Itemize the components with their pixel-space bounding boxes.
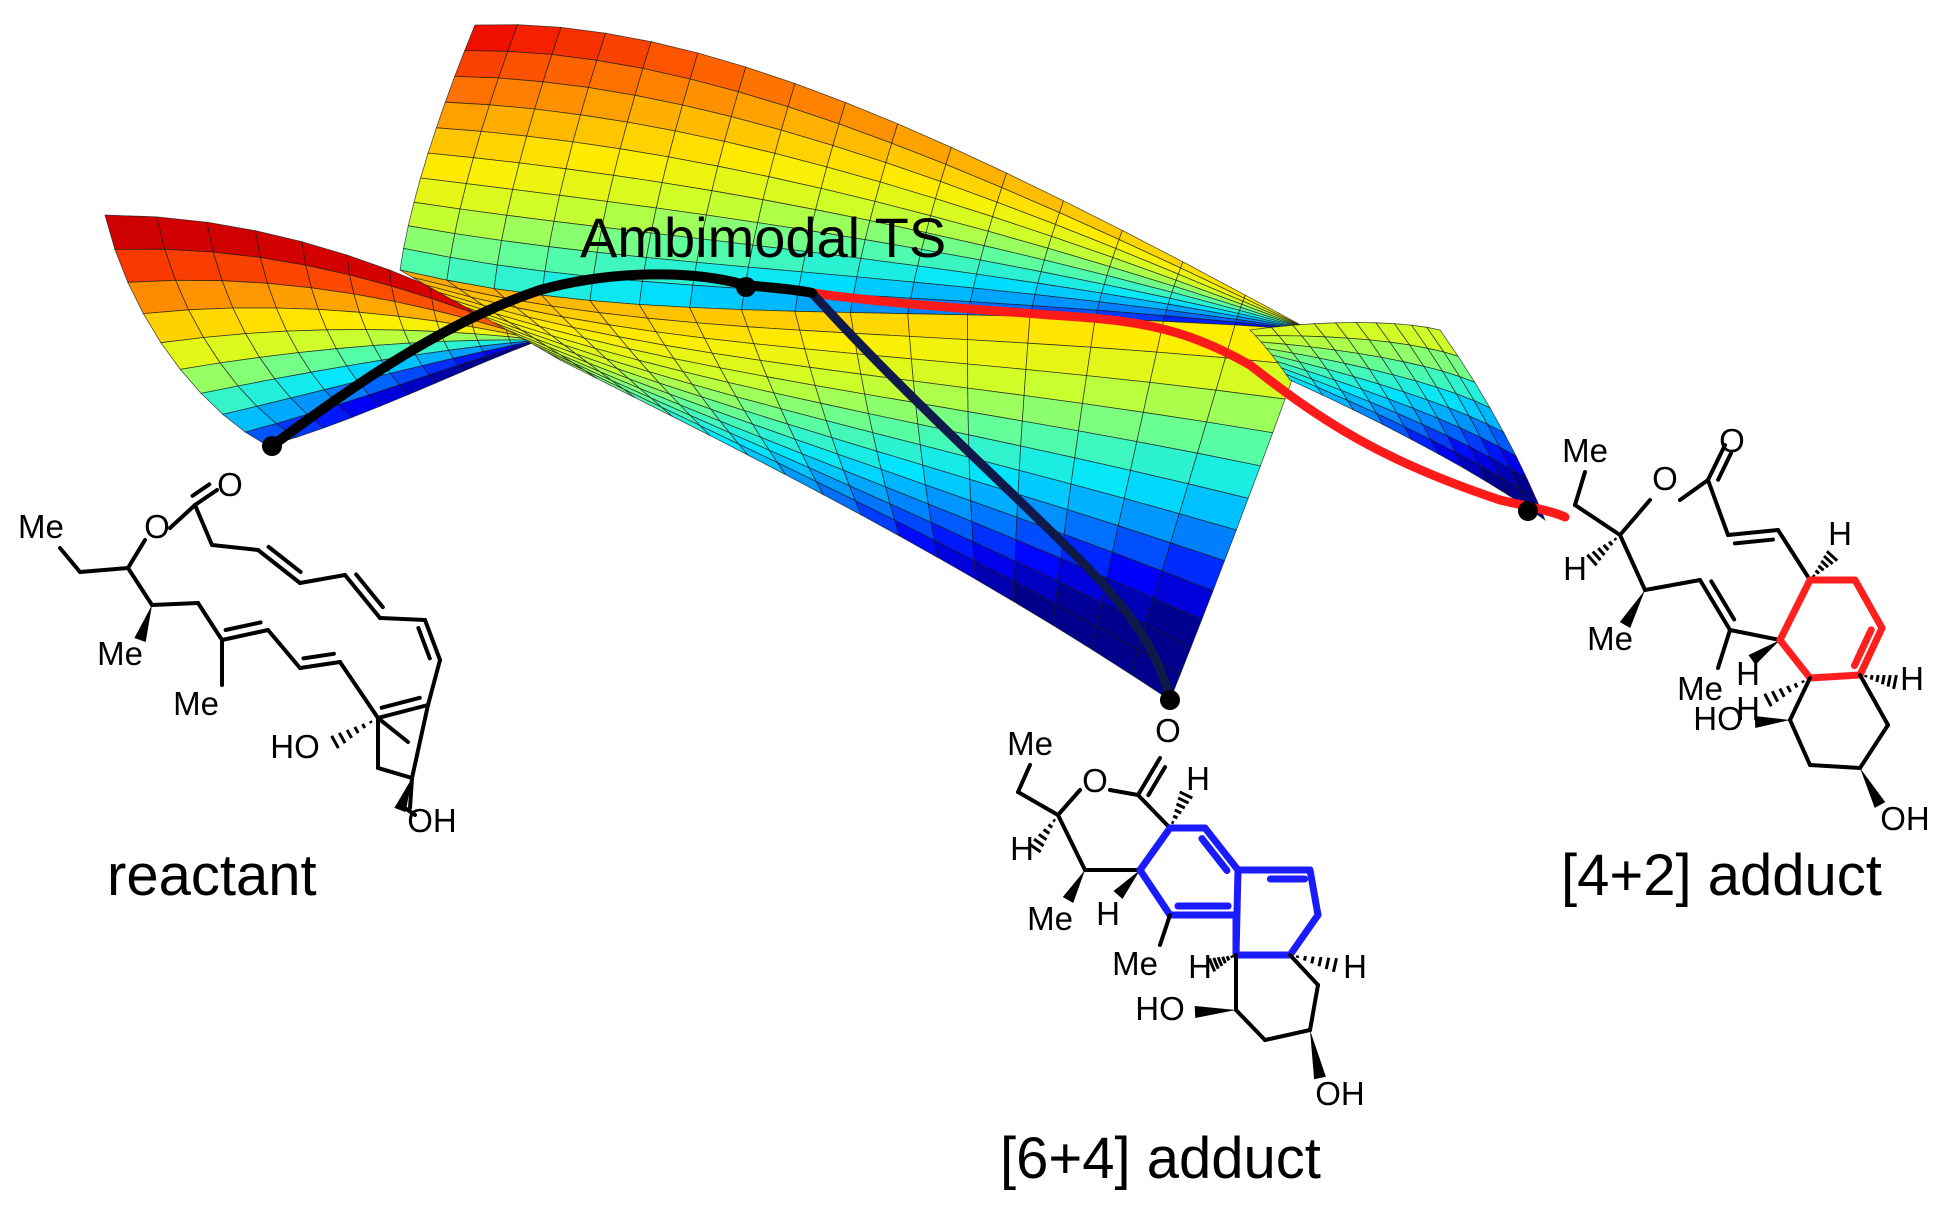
surface-right-lobe <box>1250 323 1545 521</box>
reactant-o-ester: O <box>144 508 170 545</box>
a42-me-1: Me <box>1562 432 1608 469</box>
reactant-oh: OH <box>407 802 457 839</box>
reactant-point <box>262 436 282 456</box>
a42-ho: HO <box>1693 700 1743 737</box>
surface-back-wall <box>400 25 1310 330</box>
a64-h-1: H <box>1186 760 1210 797</box>
a64-h-5: H <box>1343 948 1367 985</box>
a42-h-5: H <box>1900 660 1924 697</box>
a64-me-2: Me <box>1027 900 1073 937</box>
reactant-ho: HO <box>270 728 320 765</box>
reactant-me-2: Me <box>97 635 143 672</box>
a64-oh: OH <box>1315 1075 1365 1112</box>
a64-me-3: Me <box>1112 945 1158 982</box>
a64-h-4: H <box>1188 948 1212 985</box>
a42-h-1: H <box>1828 515 1852 552</box>
a64-o-carbonyl: O <box>1155 712 1181 749</box>
a42-h-2: H <box>1563 550 1587 587</box>
a64-o-ester: O <box>1082 762 1108 799</box>
a42-o-ester: O <box>1652 460 1678 497</box>
reactant-o-carbonyl: O <box>217 466 243 503</box>
a64-h-2: H <box>1010 830 1034 867</box>
adduct-64-label: [6+4] adduct <box>1000 1126 1321 1191</box>
reactant-me-1: Me <box>18 508 64 545</box>
a42-o-carbonyl: O <box>1719 422 1745 459</box>
potential-energy-surface <box>105 25 1545 700</box>
a64-h-3: H <box>1096 895 1120 932</box>
adduct-42-point <box>1518 501 1538 521</box>
a42-me-2: Me <box>1587 620 1633 657</box>
adduct-42-label: [4+2] adduct <box>1561 843 1882 908</box>
ts-point <box>736 277 756 297</box>
reactant-label: reactant <box>107 843 317 908</box>
a42-oh: OH <box>1880 800 1930 837</box>
reactant-me-3: Me <box>173 685 219 722</box>
ts-label: Ambimodal TS <box>580 206 946 269</box>
adduct-64-point <box>1160 690 1180 710</box>
a64-me-1: Me <box>1007 725 1053 762</box>
a64-ho: HO <box>1135 990 1185 1027</box>
a42-h-3: H <box>1736 655 1760 692</box>
